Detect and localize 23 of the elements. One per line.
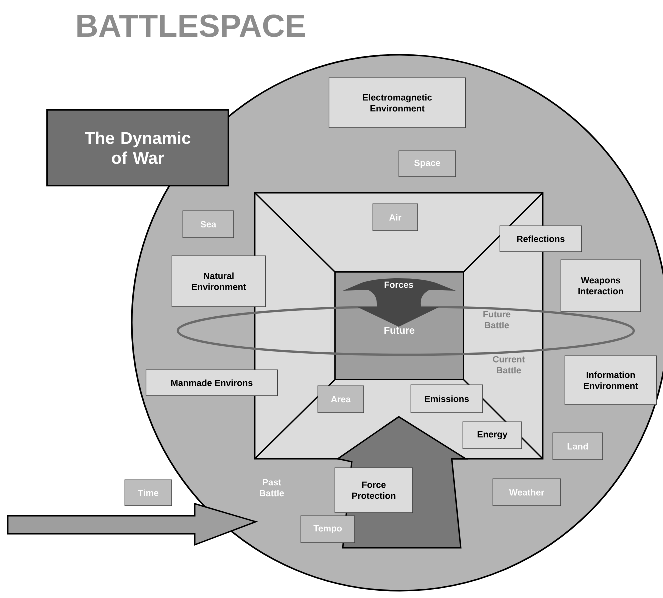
label-box: Weapons Interaction: [560, 260, 642, 312]
label-box: Area: [318, 386, 364, 414]
label-box: Emissions: [410, 384, 484, 414]
title: BATTLESPACE: [78, 14, 306, 38]
area-label: Past Battle: [260, 479, 284, 497]
label-box: Information Environment: [564, 356, 658, 406]
area-label: Current Battle: [493, 356, 526, 374]
label-box: Tempo: [300, 516, 356, 544]
label-box: Reflections: [500, 226, 582, 252]
label-box: Manmade Environs: [146, 370, 278, 396]
label-box: Air: [372, 204, 418, 232]
label-box: Natural Environment: [172, 256, 266, 308]
label-box: Weather: [492, 478, 562, 506]
title-box: The Dynamic of War: [46, 109, 230, 187]
label-box: Electromagnetic Environment: [328, 78, 466, 128]
label-box: Space: [398, 150, 456, 178]
area-label: Future Battle: [484, 311, 511, 329]
area-label: Forces: [384, 282, 414, 288]
label-box: Energy: [462, 422, 522, 450]
label-box: Sea: [182, 210, 234, 238]
label-box: Force Protection: [334, 468, 414, 514]
label-box: Land: [552, 432, 604, 460]
label-box: Time: [124, 480, 172, 506]
